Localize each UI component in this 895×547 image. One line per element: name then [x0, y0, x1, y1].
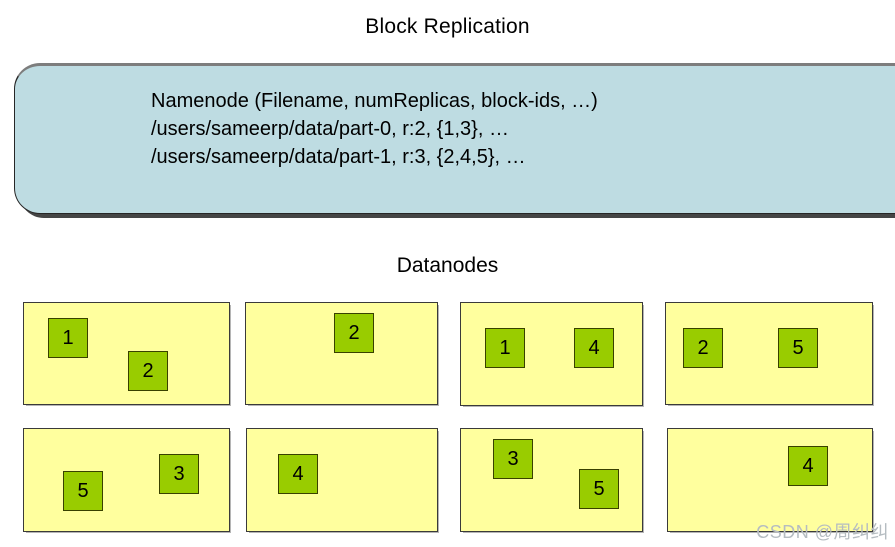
namenode-file-entry-part1: /users/sameerp/data/part-1, r:3, {2,4,5}…: [151, 146, 526, 168]
datanode-6-block-4: 4: [278, 454, 318, 494]
datanode-4-block-5: 5: [778, 328, 818, 368]
datanode-3-block-4: 4: [574, 328, 614, 368]
datanode-8-block-4: 4: [788, 446, 828, 486]
namenode-box: Namenode (Filename, numReplicas, block-i…: [14, 63, 895, 214]
datanode-7-block-3: 3: [493, 439, 533, 479]
datanode-4-block-2: 2: [683, 328, 723, 368]
datanode-2-block-2: 2: [334, 313, 374, 353]
datanode-5-block-5: 5: [63, 471, 103, 511]
datanode-5-block-3: 3: [159, 454, 199, 494]
page-title: Block Replication: [365, 15, 530, 38]
watermark: CSDN @周纠纠: [756, 522, 889, 542]
datanode-8-box: 4: [667, 428, 873, 532]
namenode-file-entry-part0: /users/sameerp/data/part-0, r:2, {1,3}, …: [151, 118, 509, 140]
datanode-1-block-1: 1: [48, 318, 88, 358]
datanode-2-box: 2: [245, 302, 438, 405]
datanode-6-box: 4: [246, 428, 438, 532]
datanode-3-block-1: 1: [485, 328, 525, 368]
datanode-7-block-5: 5: [579, 469, 619, 509]
datanodes-heading: Datanodes: [396, 254, 499, 277]
namenode-header-line: Namenode (Filename, numReplicas, block-i…: [151, 90, 598, 112]
datanode-1-block-2: 2: [128, 351, 168, 391]
